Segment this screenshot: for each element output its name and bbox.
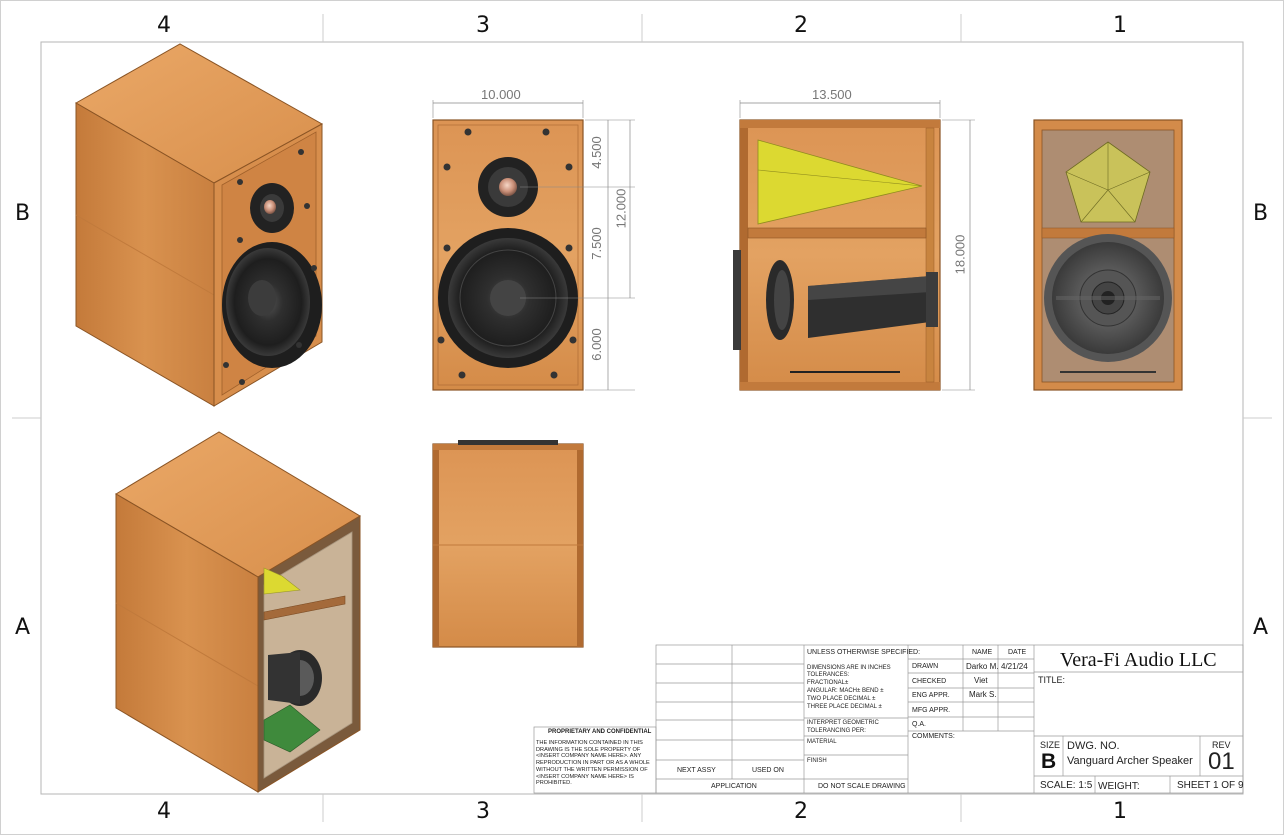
zone-col-4-top: 4 [157,13,171,38]
rev-label: REV [1212,740,1231,750]
mfg-appr-label: MFG APPR. [912,707,951,714]
title-label: TITLE: [1038,675,1066,685]
weight-label: WEIGHT: [1098,781,1140,792]
zone-col-1-top: 1 [1113,13,1127,38]
zone-col-3-bottom: 3 [476,799,490,824]
iso-rear-view [115,431,361,793]
company-name: Vera-Fi Audio LLC [1060,649,1217,671]
title-block-grid [533,644,1244,794]
dims-in-inches: DIMENSIONS ARE IN INCHES [807,665,891,671]
do-not-scale: DO NOT SCALE DRAWING [818,783,906,790]
size-label: SIZE [1040,740,1061,750]
eng-appr-name: Mark S. [969,690,997,699]
zone-row-b-right: B [1253,201,1269,226]
dim-top-to-tweeter: 4.500 [588,136,604,169]
zone-col-3-top: 3 [476,13,490,38]
sheet-label: SHEET 1 OF 9 [1177,780,1244,791]
dim-woofer-to-bottom: 6.000 [588,328,604,361]
tolerancing-label: TOLERANCING PER: [807,728,866,734]
iso-front-view [74,43,324,407]
dim-top-to-woofer: 12.000 [613,188,629,229]
finish-label: FINISH [807,758,827,764]
eng-appr-label: ENG APPR. [912,692,950,699]
proprietary-body: THE INFORMATION CONTAINED IN THIS DRAWIN… [536,740,650,787]
used-on-label: USED ON [752,767,784,774]
zone-col-4-bottom: 4 [157,799,171,824]
dim-overall-height: 18.000 [952,234,968,275]
top-view [432,440,584,648]
front-view [432,100,635,391]
drawn-date: 4/21/24 [1001,662,1028,671]
proprietary-title: PROPRIETARY AND CONFIDENTIAL [548,729,652,735]
fractional-label: FRACTIONAL± [807,680,849,686]
drawn-label: DRAWN [912,663,939,670]
three-place-label: THREE PLACE DECIMAL ± [807,704,882,710]
dwg-no-label: DWG. NO. [1067,740,1120,752]
rear-view [1033,119,1183,391]
angular-label: ANGULAR: MACH± BEND ± [807,688,884,694]
side-section-view [733,100,975,391]
date-header: DATE [1008,649,1027,656]
interpret-label: INTERPRET GEOMETRIC [807,720,879,726]
dwg-no-value: Vanguard Archer Speaker [1067,755,1193,767]
scale-label: SCALE: 1:5 [1040,780,1093,791]
rev-value: 01 [1208,748,1235,775]
zone-row-b-left: B [15,201,31,226]
checked-label: CHECKED [912,678,947,685]
zone-col-1-bottom: 1 [1113,799,1127,824]
material-label: MATERIAL [807,739,837,745]
tolerances-label: TOLERANCES: [807,672,850,678]
drawn-name: Darko M. [966,662,999,671]
application-label: APPLICATION [711,783,757,790]
dim-front-width: 10.000 [481,87,521,102]
size-value: B [1041,750,1057,773]
zone-col-2-top: 2 [794,13,808,38]
comments-label: COMMENTS: [912,733,955,740]
two-place-label: TWO PLACE DECIMAL ± [807,696,876,702]
unless-specified: UNLESS OTHERWISE SPECIFIED: [807,649,921,656]
qa-label: Q.A. [912,721,927,728]
checked-name: Viet [974,676,988,685]
zone-row-a-left: A [15,615,31,640]
zone-row-a-right: A [1253,615,1269,640]
dim-side-depth: 13.500 [812,87,852,102]
next-assy-label: NEXT ASSY [677,767,716,774]
name-header: NAME [972,649,993,656]
dim-tweeter-to-woofer: 7.500 [588,227,604,260]
zone-col-2-bottom: 2 [794,799,808,824]
